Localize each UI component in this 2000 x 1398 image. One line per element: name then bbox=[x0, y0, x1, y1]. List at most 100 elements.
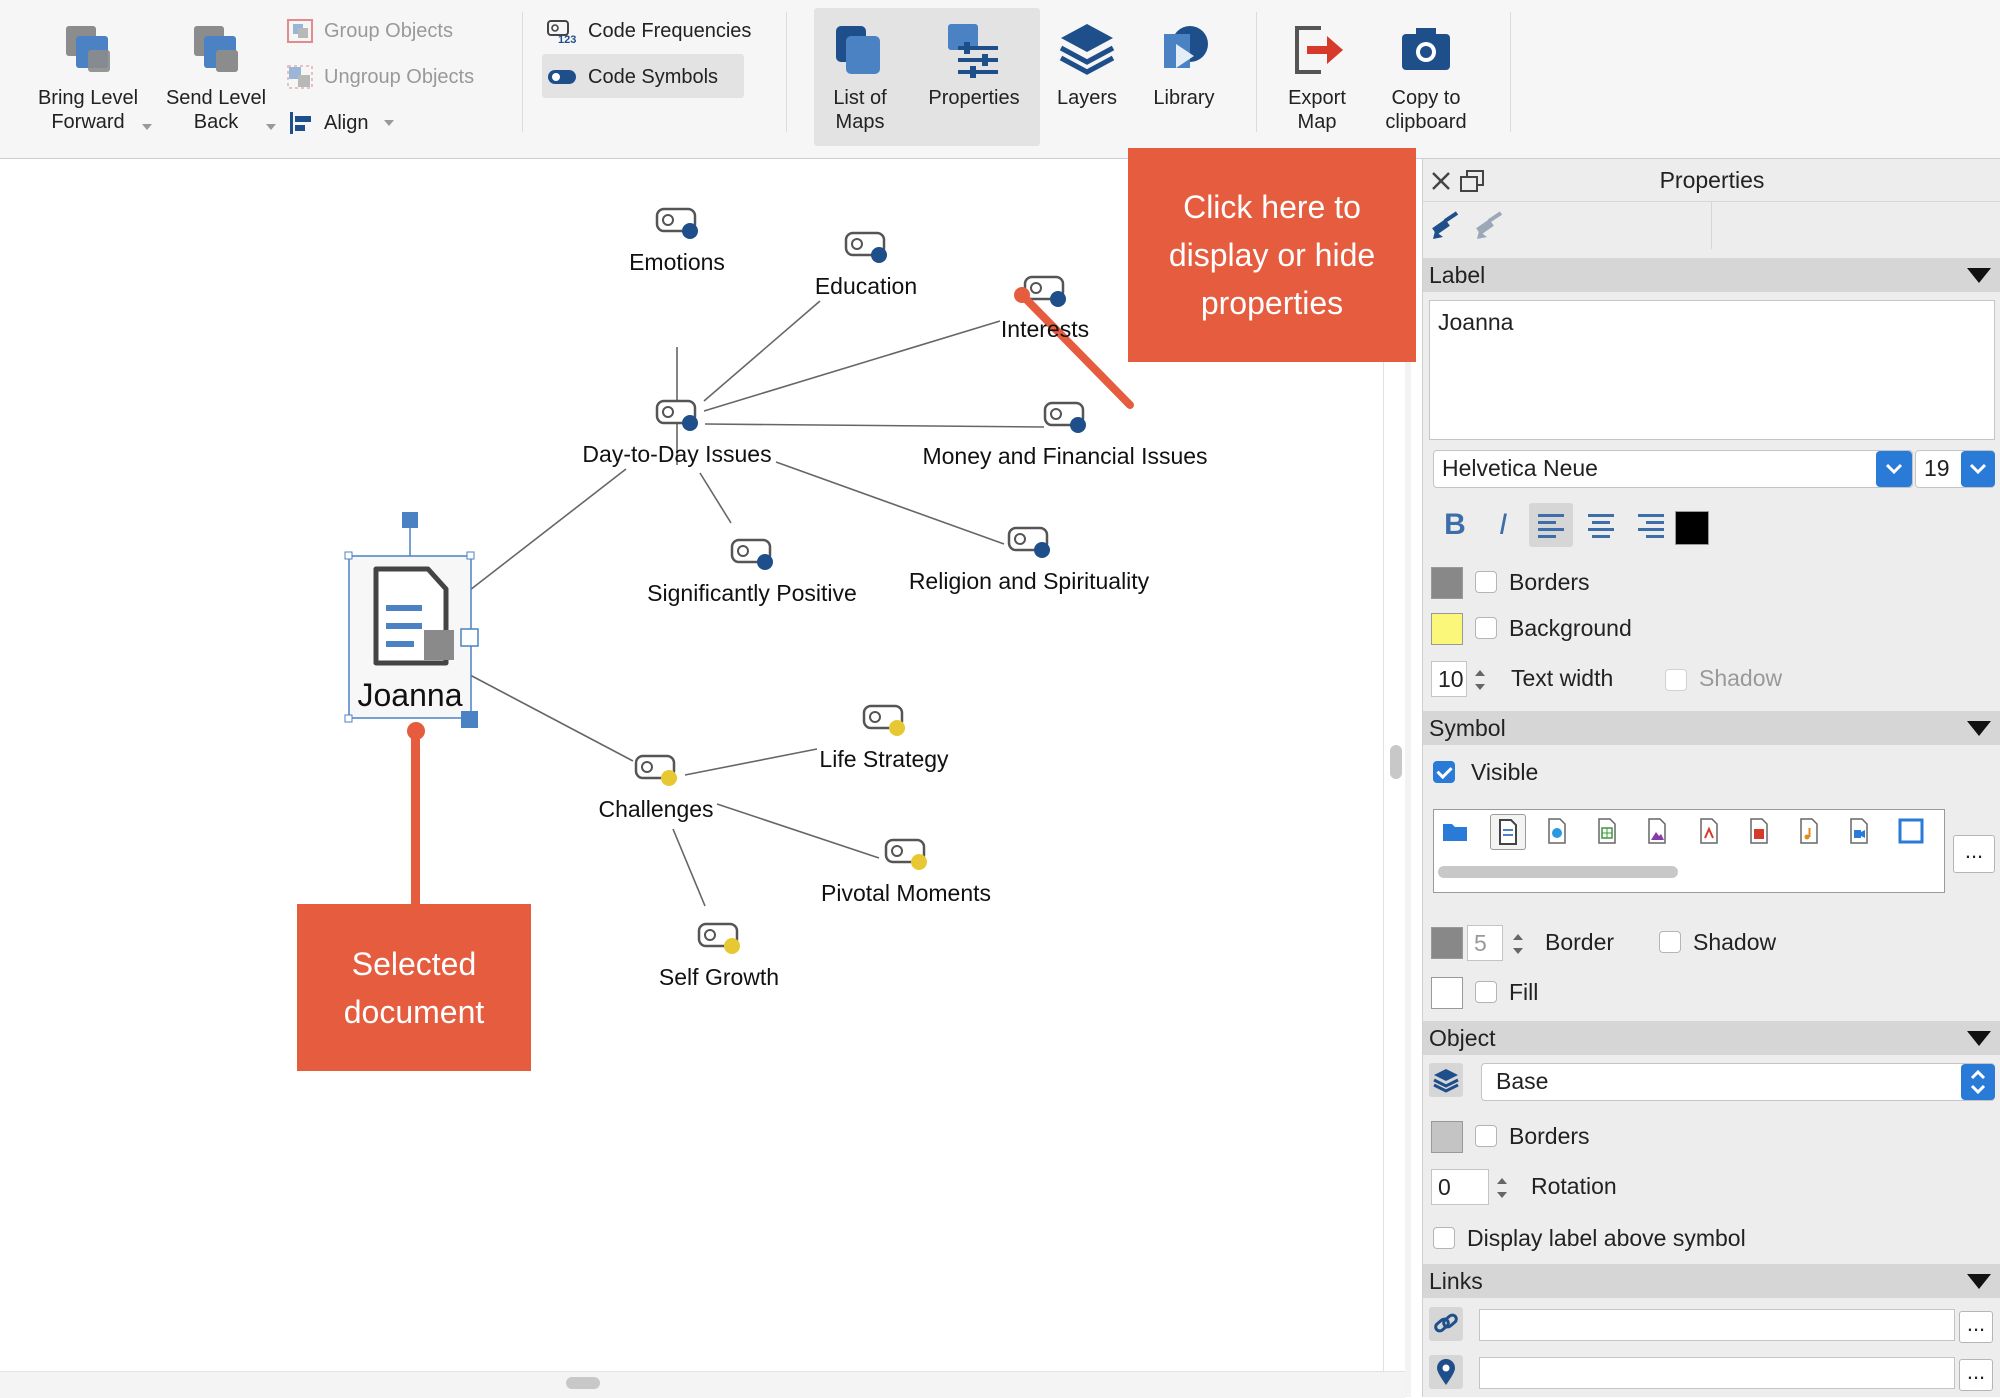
label-section-header[interactable]: Label bbox=[1423, 258, 2000, 292]
rotate-handle[interactable] bbox=[402, 512, 418, 528]
symbol-picker[interactable] bbox=[1433, 809, 1945, 893]
align-right-button[interactable] bbox=[1629, 503, 1673, 547]
link-browse-button[interactable]: ... bbox=[1959, 1311, 1993, 1343]
fill-checkbox[interactable] bbox=[1475, 981, 1497, 1003]
borders-checkbox[interactable] bbox=[1475, 571, 1497, 593]
close-icon[interactable] bbox=[1429, 169, 1453, 193]
symbol-option[interactable] bbox=[1692, 814, 1726, 848]
code-tag-icon[interactable] bbox=[862, 704, 905, 736]
symbol-option[interactable] bbox=[1894, 814, 1928, 848]
symbol-border-color-swatch[interactable] bbox=[1431, 927, 1463, 959]
align-button[interactable]: Align bbox=[286, 110, 395, 136]
resize-handle[interactable] bbox=[344, 551, 353, 560]
node-label[interactable]: Challenges bbox=[598, 796, 714, 822]
toolbar-separator bbox=[1510, 12, 1511, 132]
layer-select[interactable]: Base bbox=[1481, 1063, 1995, 1101]
align-center-button[interactable] bbox=[1579, 503, 1623, 547]
location-input[interactable] bbox=[1479, 1357, 1955, 1389]
font-family-dropdown[interactable] bbox=[1876, 451, 1912, 487]
align-left-button[interactable] bbox=[1529, 503, 1573, 547]
code-tag-icon[interactable] bbox=[697, 922, 740, 954]
symbol-border-width-input[interactable]: 5 bbox=[1467, 925, 1503, 961]
map-edge bbox=[775, 461, 1005, 545]
code-tag-icon[interactable] bbox=[730, 538, 773, 570]
text-width-input[interactable]: 10 bbox=[1431, 661, 1467, 697]
font-size-dropdown[interactable] bbox=[1961, 451, 1995, 487]
symbol-border-stepper[interactable] bbox=[1509, 927, 1527, 961]
copy-to-clipboard-button[interactable]: Copy to clipboard bbox=[1374, 20, 1478, 134]
node-label[interactable]: Day-to-Day Issues bbox=[582, 441, 772, 467]
italic-button[interactable]: I bbox=[1498, 508, 1508, 541]
bring-level-forward-button[interactable]: Bring Level Forward bbox=[24, 20, 152, 134]
symbol-option[interactable] bbox=[1438, 814, 1472, 848]
export-map-button[interactable]: Export Map bbox=[1272, 20, 1362, 134]
vertical-scrollbar[interactable] bbox=[1390, 745, 1402, 779]
symbol-option[interactable] bbox=[1792, 814, 1826, 848]
undock-icon[interactable] bbox=[1459, 169, 1485, 193]
code-tag-icon[interactable] bbox=[655, 399, 698, 431]
resize-handle[interactable] bbox=[466, 551, 475, 560]
symbol-option[interactable] bbox=[1842, 814, 1876, 848]
node-label[interactable]: Significantly Positive bbox=[647, 580, 857, 606]
rotation-stepper[interactable] bbox=[1493, 1171, 1511, 1205]
root-node-label[interactable]: Joanna bbox=[357, 677, 463, 713]
node-label[interactable]: Money and Financial Issues bbox=[922, 443, 1208, 469]
code-frequencies-button[interactable]: 123 Code Frequencies bbox=[546, 18, 751, 44]
text-color-swatch[interactable] bbox=[1675, 511, 1709, 545]
layers-button[interactable]: Layers bbox=[1046, 20, 1128, 110]
fill-color-swatch[interactable] bbox=[1431, 977, 1463, 1009]
code-tag-icon[interactable] bbox=[655, 207, 698, 239]
resize-handle[interactable] bbox=[344, 714, 353, 723]
code-tag-icon[interactable] bbox=[844, 231, 887, 263]
symbol-picker-scrollbar[interactable] bbox=[1438, 866, 1678, 878]
background-checkbox[interactable] bbox=[1475, 617, 1497, 639]
resize-corner-handle[interactable] bbox=[461, 711, 478, 728]
location-browse-button[interactable]: ... bbox=[1959, 1359, 1993, 1391]
node-label[interactable]: Education bbox=[814, 273, 918, 299]
shadow-checkbox[interactable] bbox=[1665, 669, 1687, 691]
symbol-option[interactable] bbox=[1590, 814, 1624, 848]
link-url-input[interactable] bbox=[1479, 1309, 1955, 1341]
horizontal-scrollbar[interactable] bbox=[566, 1377, 600, 1389]
code-tag-icon[interactable] bbox=[1007, 526, 1050, 558]
node-label[interactable]: Life Strategy bbox=[819, 746, 949, 772]
object-borders-checkbox[interactable] bbox=[1475, 1125, 1497, 1147]
border-color-swatch[interactable] bbox=[1431, 567, 1463, 599]
code-symbols-toggle[interactable]: Code Symbols bbox=[546, 64, 718, 90]
symbol-option[interactable] bbox=[1640, 814, 1674, 848]
format-painter-icon[interactable] bbox=[1431, 209, 1463, 241]
node-label[interactable]: Emotions bbox=[629, 249, 725, 275]
link-handle[interactable] bbox=[460, 628, 479, 647]
background-color-swatch[interactable] bbox=[1431, 613, 1463, 645]
list-of-maps-button[interactable]: List of Maps bbox=[814, 20, 906, 134]
symbol-option[interactable] bbox=[1742, 814, 1776, 848]
node-label[interactable]: Interests bbox=[1000, 316, 1090, 342]
send-level-back-button[interactable]: Send Level Back bbox=[156, 20, 276, 134]
properties-toggle-button[interactable]: Properties bbox=[918, 20, 1030, 110]
more-symbols-button[interactable]: ... bbox=[1953, 835, 1995, 873]
font-family-select[interactable]: Helvetica Neue bbox=[1433, 450, 1913, 488]
node-label[interactable]: Pivotal Moments bbox=[820, 880, 992, 906]
display-label-above-checkbox[interactable] bbox=[1433, 1227, 1455, 1249]
links-section-header[interactable]: Links bbox=[1423, 1264, 2000, 1298]
object-section-header[interactable]: Object bbox=[1423, 1021, 2000, 1055]
symbol-option[interactable] bbox=[1540, 814, 1574, 848]
code-tag-icon[interactable] bbox=[634, 754, 677, 786]
label-text-area[interactable]: Joanna bbox=[1429, 300, 1995, 440]
symbol-section-header[interactable]: Symbol bbox=[1423, 711, 2000, 745]
code-tag-icon[interactable] bbox=[884, 838, 927, 870]
text-width-stepper[interactable] bbox=[1471, 663, 1489, 697]
symbol-option-selected[interactable] bbox=[1490, 814, 1526, 850]
visible-checkbox[interactable] bbox=[1433, 761, 1455, 783]
rotation-input[interactable]: 0 bbox=[1431, 1169, 1489, 1205]
bold-button[interactable]: B bbox=[1444, 508, 1466, 541]
group-objects-button[interactable]: Group Objects bbox=[286, 18, 453, 44]
code-tag-icon[interactable] bbox=[1043, 401, 1086, 433]
library-button[interactable]: Library bbox=[1142, 20, 1226, 110]
layer-dropdown[interactable] bbox=[1961, 1064, 1995, 1100]
symbol-shadow-checkbox[interactable] bbox=[1659, 931, 1681, 953]
ungroup-objects-button[interactable]: Ungroup Objects bbox=[286, 64, 474, 90]
object-border-color-swatch[interactable] bbox=[1431, 1121, 1463, 1153]
node-label[interactable]: Self Growth bbox=[658, 964, 780, 990]
node-label[interactable]: Religion and Spirituality bbox=[908, 568, 1150, 594]
